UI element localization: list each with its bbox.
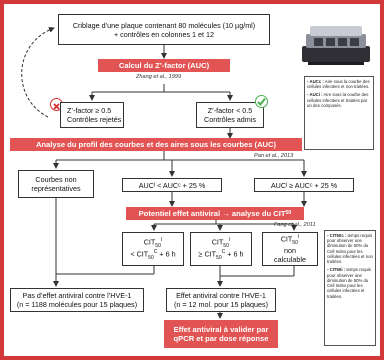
cit-higher-box: CIT50I ≥ CIT50C + 6 h (190, 232, 252, 266)
cit-b-l2: ≥ CIT (198, 249, 217, 259)
non-rep-line2: représentatives (31, 184, 81, 193)
auc-i-text: Aire sous la courbe des cellules infecté… (307, 92, 369, 108)
effect-line2: (n = 12 mol. pour 15 plaques) (173, 300, 269, 309)
flowchart-canvas: Criblage d’une plaque contenant 80 moléc… (4, 4, 380, 356)
cit-higher-line2: ≥ CIT50C + 6 h (199, 249, 244, 261)
zfactor-accepted-box: Z’-factor < 0.5 Contrôles admis (196, 102, 264, 128)
non-rep-line1: Courbes non (35, 175, 77, 184)
cit-c-text: temps requis pour observer une diminutio… (327, 233, 373, 265)
cit-a-l1: CIT (143, 237, 156, 247)
no-effect-box: Pas d’effet antiviral contre l’HVE-1 (n … (10, 288, 144, 312)
cit-definitions-note: - CIT50c : temps requis pour observer un… (324, 230, 376, 346)
cit-nc-line1: CIT50I (281, 234, 300, 246)
no-effect-line2: (n = 1188 molécules pour 15 plaques) (16, 300, 138, 309)
cit-not-computable-box: CIT50I non calculable (262, 232, 318, 266)
cit-a-sub2: 50 (148, 254, 154, 261)
cit-b-sup2: C (221, 249, 226, 255)
potential-title-sub: 50 (285, 210, 292, 217)
non-representative-box: Courbes non représentatives (18, 170, 94, 198)
validate-line1: Effet antiviral à valider par (173, 324, 269, 334)
rejected-line2: Contrôles rejetés (67, 115, 122, 124)
auc-high-box: AUCᴵ ≥ AUCᶜ + 25 % (254, 178, 354, 192)
potential-title-text: Potentiel effet antiviral → analyse du C… (138, 208, 286, 218)
effect-line1: Effet antiviral contre l’HVE-1 (176, 291, 266, 300)
analysis-citation: Pan et al., 2013 (254, 153, 294, 159)
cit-b-tail: + 6 h (225, 249, 244, 259)
potential-title-band: Potentiel effet antiviral → analyse du C… (126, 207, 304, 220)
zfactor-citation: Zhang et al., 1999 (136, 74, 182, 80)
cit-b-sup: I (228, 236, 231, 243)
cit-nc-line2: non (284, 246, 296, 256)
cit-a-sup: I (160, 236, 163, 243)
cit-c-l1: CIT (280, 234, 293, 244)
cit-lower-box: CIT50I < CIT50C + 6 h (122, 232, 184, 266)
connector-arrows (21, 26, 307, 319)
cit-a-l2: < CIT (130, 249, 149, 259)
validate-band: Effet antiviral à valider par qPCR et pa… (164, 320, 278, 348)
potential-citation: Fang et al., 2011 (274, 222, 316, 228)
cit-i-label: - CIT50i : (327, 267, 346, 273)
cit-c-sub: 50 (292, 239, 298, 246)
plate-reader-device-icon (300, 16, 372, 68)
cit-c-label: - CIT50c : (327, 233, 347, 238)
cit-b-sub2: 50 (216, 254, 222, 261)
cit-a-tail: + 6 h (157, 249, 176, 259)
check-mark-icon (255, 95, 268, 108)
accepted-line2: Contrôles admis (204, 115, 256, 124)
cit-higher-line1: CIT50I (212, 237, 231, 249)
effect-box: Effet antiviral contre l’HVE-1 (n = 12 m… (166, 288, 276, 312)
rejected-line1: Z’-factor ≥ 0.5 (67, 106, 112, 115)
cit-b-l1: CIT (211, 237, 224, 247)
cit-a-sub: 50 (155, 242, 161, 249)
auc-c-text: Aire sous la courbe des cellules infecté… (307, 79, 370, 90)
cit-nc-line3: calculable (274, 255, 306, 265)
screening-box: Criblage d’une plaque contenant 80 moléc… (58, 14, 270, 45)
validate-line2: qPCR et par dose réponse (173, 334, 269, 343)
analysis-title-band: Analyse du profil des courbes et des air… (10, 138, 302, 151)
accepted-line1: Z’-factor < 0.5 (207, 106, 253, 115)
auc-i-label: - AUCi : (307, 92, 323, 98)
cit-i-text: temps requis pour observer une diminutio… (327, 267, 371, 299)
auc-low-box: AUCᴵ < AUCᶜ + 25 % (122, 178, 222, 192)
cit-c-sup: I (297, 233, 300, 240)
cit-lower-line2: < CIT50C + 6 h (130, 249, 175, 261)
auc-c-label: - AUCc : (307, 79, 324, 84)
cit-lower-line1: CIT50I (144, 237, 163, 249)
zfactor-rejected-box: Z’-factor ≥ 0.5 Contrôles rejetés (60, 102, 124, 128)
cit-b-sub: 50 (223, 242, 229, 249)
auc-definitions-note: - AUCc : Aire sous la courbe des cellule… (304, 76, 374, 150)
cit-a-sup2: C (153, 249, 158, 255)
retry-loop-arrow (21, 26, 55, 118)
screening-text-line1: Criblage d’une plaque contenant 80 moléc… (72, 20, 256, 30)
zfactor-title-band: Calcul du Z’-factor (AUC) (98, 59, 230, 72)
no-effect-line1: Pas d’effet antiviral contre l’HVE-1 (22, 291, 132, 300)
screening-text-line2: + contrôles en colonnes 1 et 12 (113, 29, 215, 39)
